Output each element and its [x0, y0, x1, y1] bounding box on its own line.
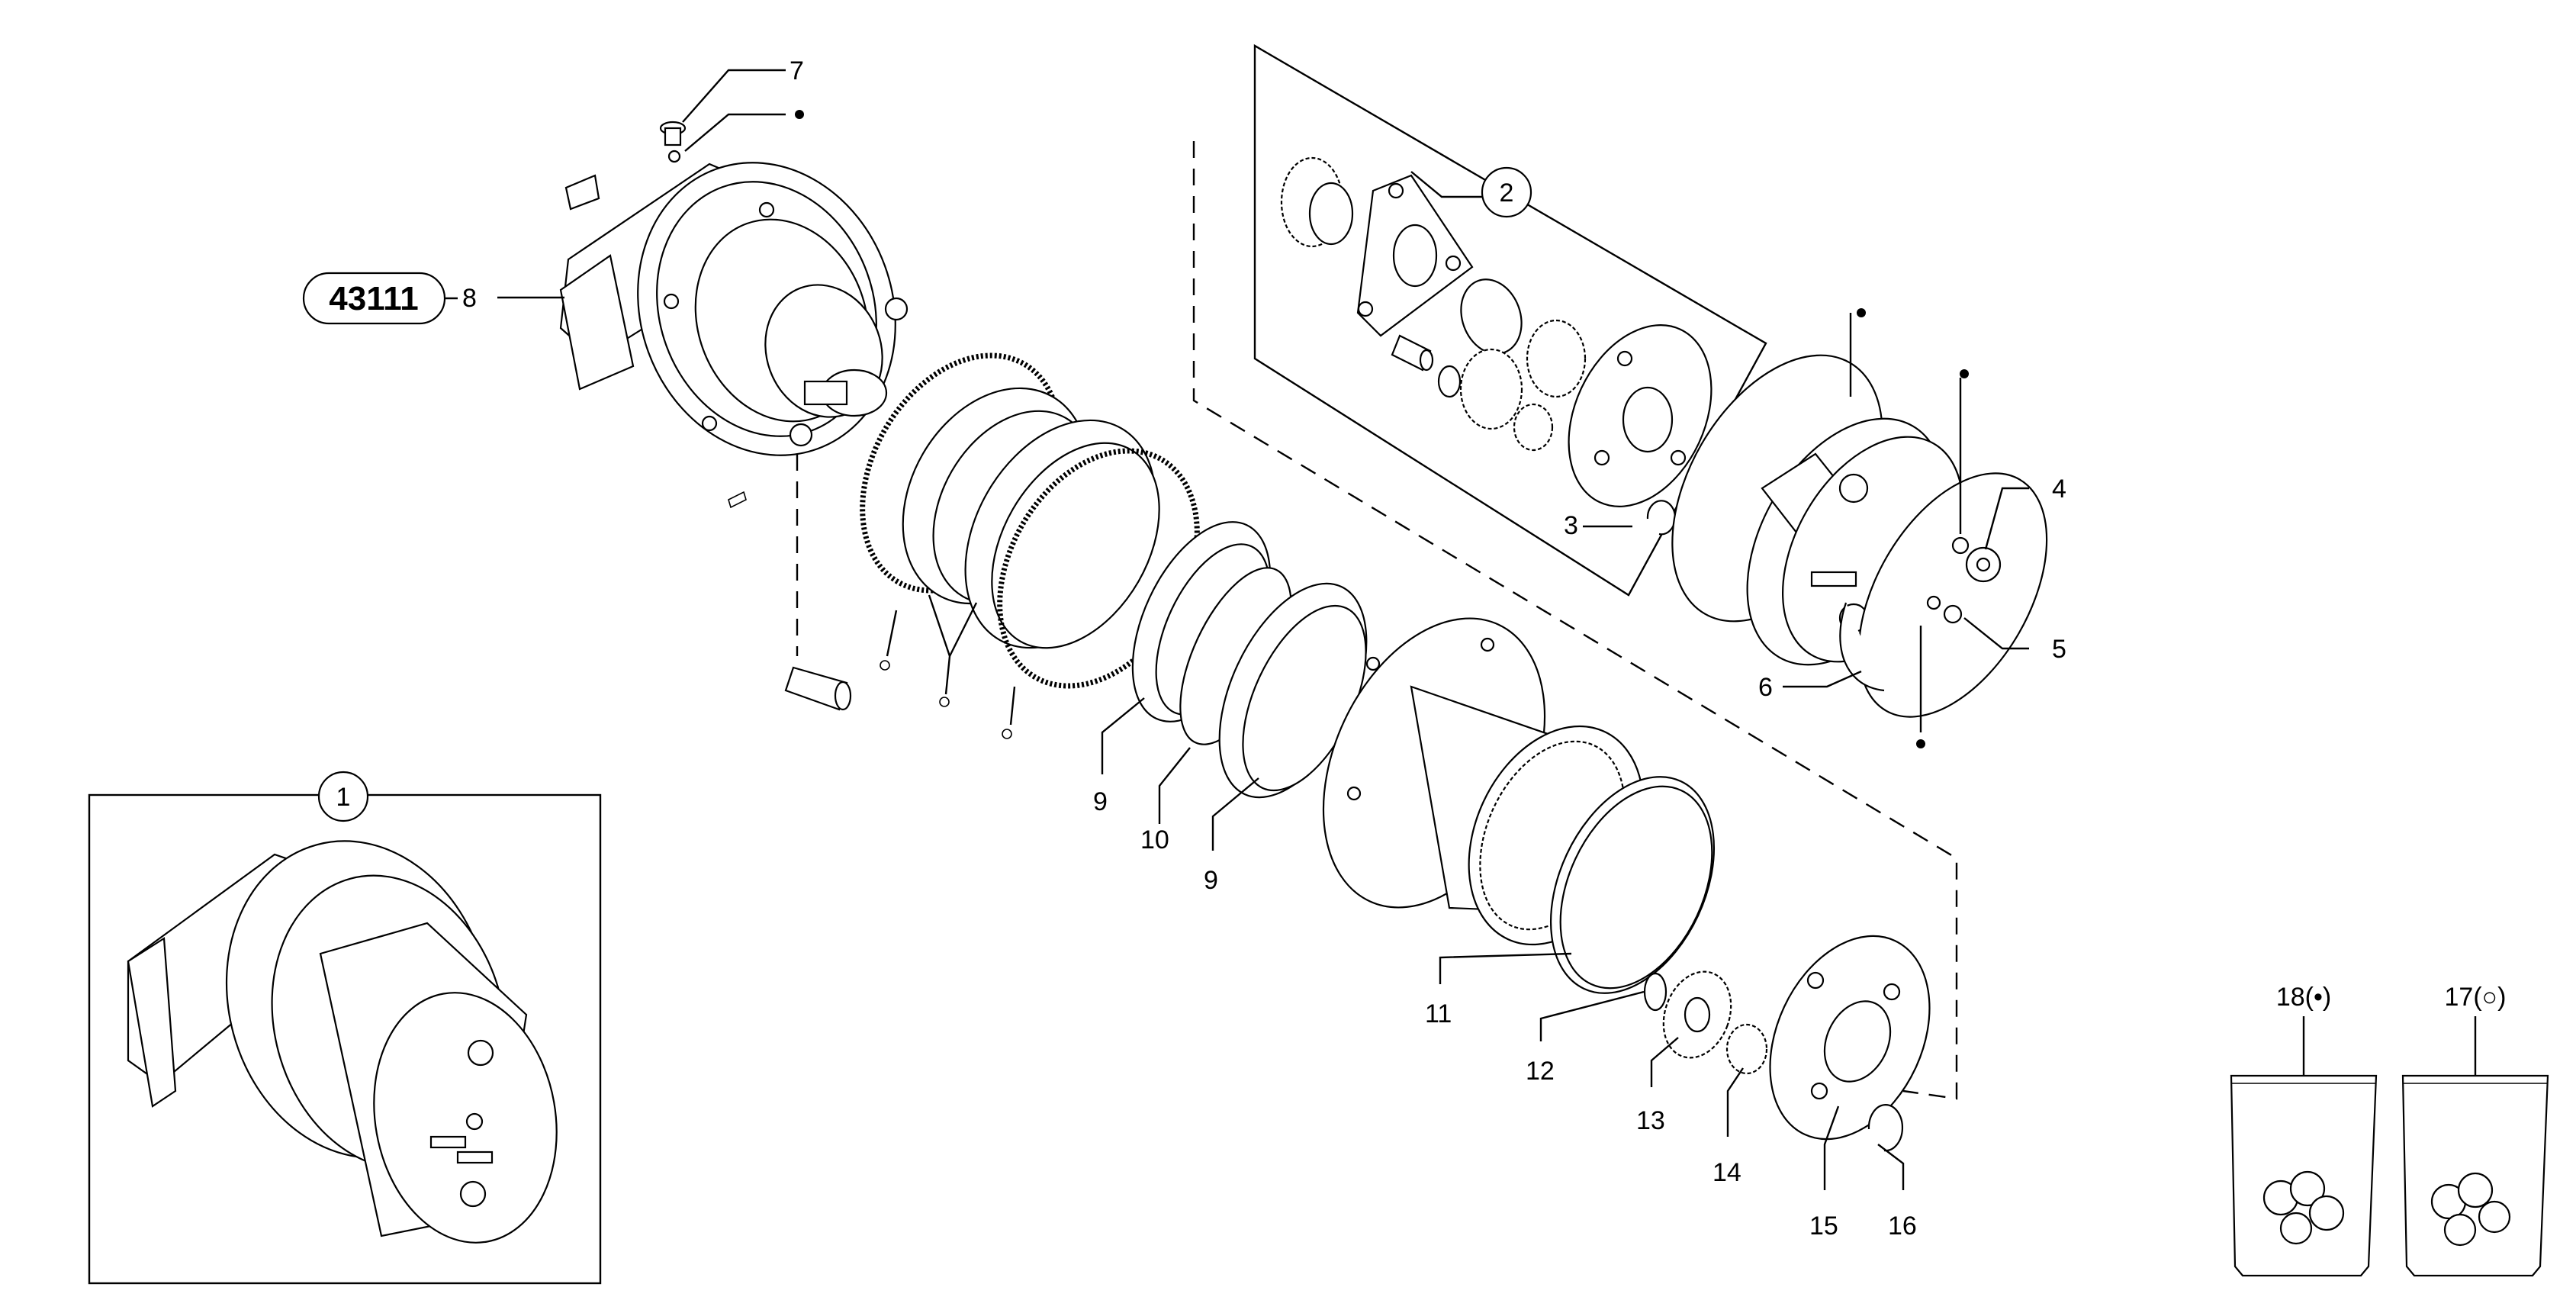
callout-14: 14: [1713, 1158, 1741, 1187]
callout-9-lower: 9: [1204, 866, 1218, 895]
hollow-marker: [1002, 729, 1012, 739]
reference-badge[interactable]: 43111: [302, 272, 458, 325]
leader-lines: [497, 69, 2029, 1190]
callout-6: 6: [1758, 673, 1773, 702]
screw-plug[interactable]: [659, 121, 687, 163]
filled-marker: [1857, 308, 1866, 317]
circlip-3[interactable]: [1646, 500, 1677, 536]
callout-12: 12: [1526, 1057, 1555, 1086]
callout-2: 2: [1500, 179, 1514, 208]
filled-marker: [1916, 739, 1925, 748]
kit-18-label: 18(•): [2276, 983, 2331, 1012]
plug-4[interactable]: [1951, 536, 2002, 583]
kit-bag-18[interactable]: 18(•): [2230, 983, 2378, 1277]
callout-9-upper: 9: [1093, 787, 1108, 816]
callout-13: 13: [1636, 1106, 1665, 1135]
sun-gear[interactable]: [1280, 156, 1354, 248]
snap-ring-11[interactable]: [1519, 751, 1747, 1019]
filled-marker: [1960, 369, 1969, 378]
planet-gears-kit[interactable]: [1437, 319, 1587, 452]
callout-15: 15: [1809, 1212, 1838, 1241]
filled-marker: [795, 110, 804, 119]
planet-gear-13[interactable]: [1652, 962, 1743, 1067]
callout-2-circle[interactable]: 2: [1481, 166, 1532, 218]
dowel-pin[interactable]: [784, 666, 852, 711]
callout-16: 16: [1888, 1212, 1917, 1241]
material-markers: [795, 110, 1969, 748]
kit-bag-17[interactable]: 17(○): [2401, 983, 2549, 1277]
callout-3: 3: [1564, 511, 1578, 540]
callout-10: 10: [1140, 825, 1169, 854]
plug-5[interactable]: [1926, 595, 1963, 624]
callout-7: 7: [790, 56, 804, 85]
kit-2-outline: [1253, 43, 1767, 597]
circlip-16[interactable]: [1867, 1104, 1904, 1152]
assembled-motor[interactable]: [127, 811, 576, 1257]
small-pin: [728, 491, 747, 509]
assembled-view-inset: 1: [88, 771, 602, 1285]
callout-8: 8: [462, 284, 477, 313]
planet-pin[interactable]: [1391, 334, 1434, 372]
seal-ring-c[interactable]: [927, 386, 1195, 681]
thrust-washer-12[interactable]: [1643, 972, 1667, 1012]
cover-seal-ring[interactable]: [1820, 441, 2086, 748]
callout-1: 1: [336, 783, 351, 812]
sun-carrier-plate[interactable]: [1541, 302, 1739, 529]
plug-6[interactable]: [1839, 602, 1885, 692]
assembly-group-outline: [1192, 141, 1958, 1100]
callout-4: 4: [2052, 475, 2066, 504]
carrier-plate-triangle[interactable]: [1356, 174, 1474, 337]
callout-1-circle[interactable]: [317, 771, 369, 822]
hollow-marker: [939, 697, 950, 707]
reference-badge-text: 43111: [329, 280, 419, 317]
motor-housing[interactable]: [559, 126, 936, 491]
kit-17-label: 17(○): [2445, 983, 2507, 1012]
callout-11: 11: [1425, 999, 1452, 1028]
hollow-marker: [880, 660, 890, 671]
needle-bearing-14[interactable]: [1725, 1023, 1768, 1075]
callout-5: 5: [2052, 635, 2066, 664]
carrier-plate-15[interactable]: [1739, 910, 1961, 1165]
